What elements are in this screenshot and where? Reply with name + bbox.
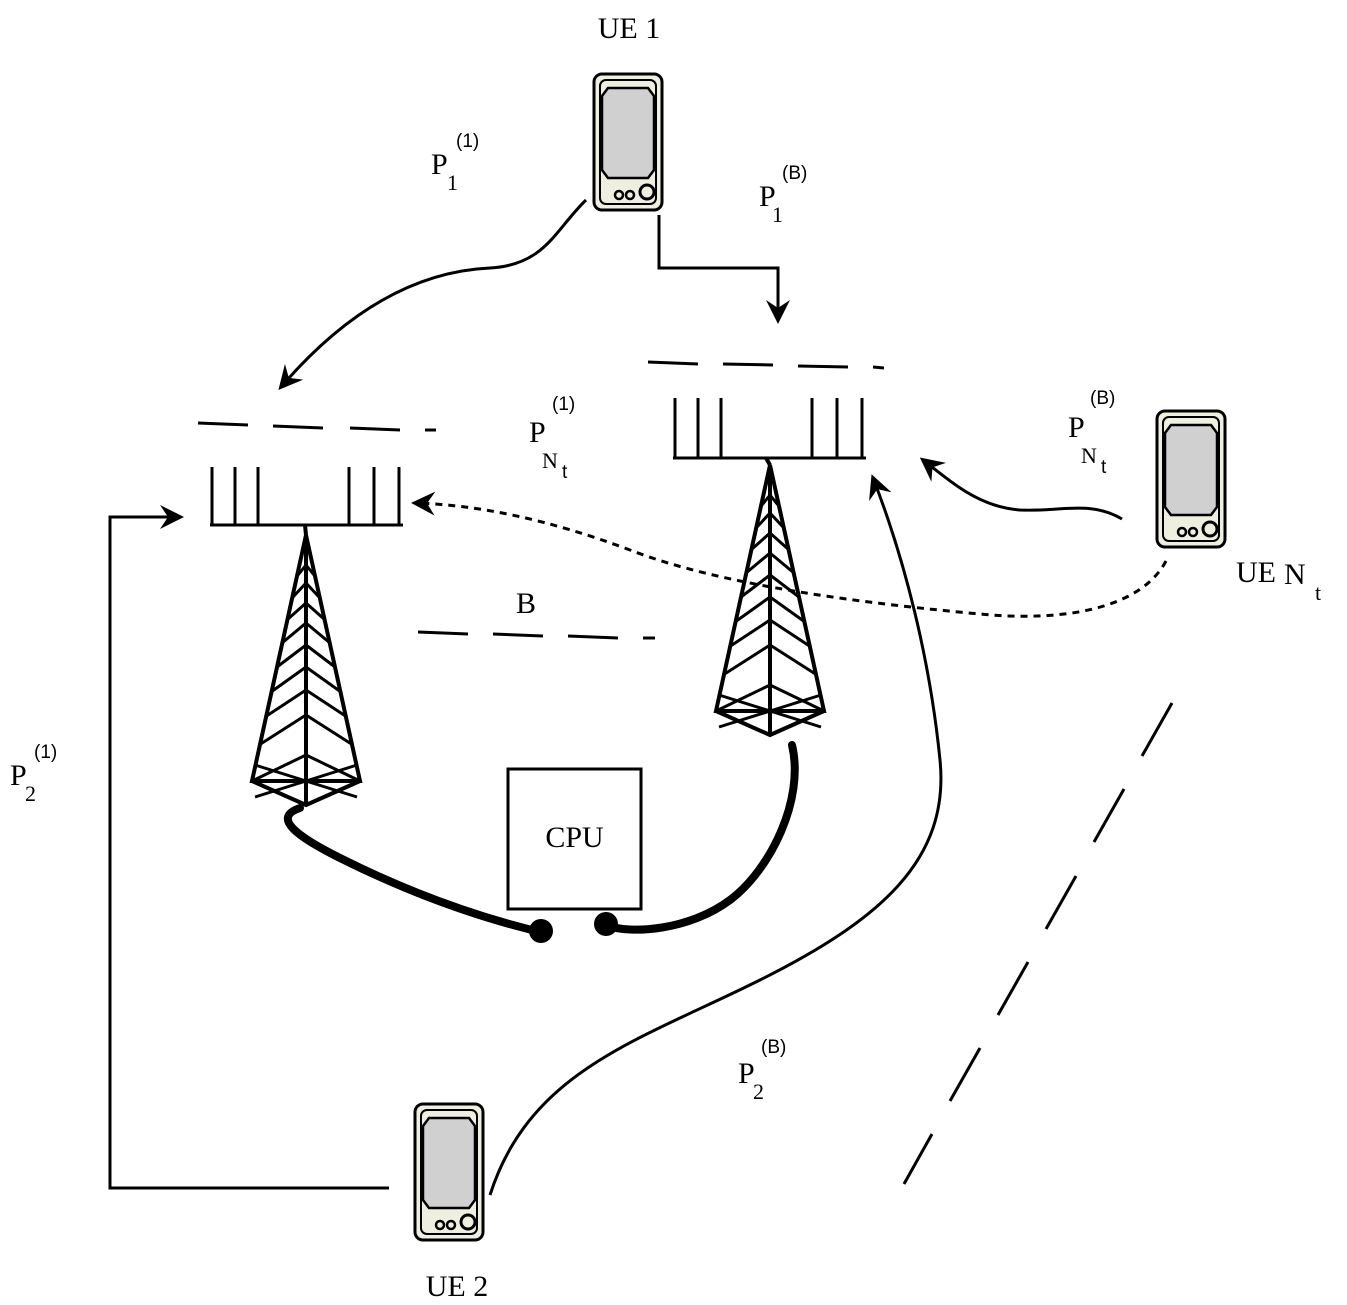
svg-text:N: N (1284, 558, 1306, 591)
power-label-p1-1: P 1 (1) (431, 131, 479, 195)
dashed-diagonal-line (904, 703, 1172, 1184)
link-uent-to-apb (923, 460, 1122, 519)
svg-text:t: t (562, 462, 568, 483)
fronthaul-cable-left (288, 808, 540, 932)
power-label-p2-b: P 2 (B) (738, 1037, 786, 1104)
cable-connector-left (529, 919, 553, 943)
power-label-pnt-1: P N t (1) (529, 394, 575, 483)
cable-connector-right (594, 912, 618, 936)
svg-text:P: P (431, 148, 448, 181)
svg-text:N: N (542, 448, 558, 473)
svg-text:P: P (529, 416, 546, 449)
cluster-dashed-line (418, 632, 655, 638)
b-label: B (516, 587, 536, 620)
svg-text:(B): (B) (761, 1037, 786, 1058)
ue2-label: UE 2 (426, 1270, 489, 1303)
base-station-tower-right (716, 465, 824, 735)
base-station-tower-left (252, 535, 360, 805)
power-label-p1-b: P 1 (B) (759, 163, 807, 227)
svg-text:(1): (1) (552, 394, 575, 415)
svg-text:(1): (1) (456, 131, 479, 152)
link-ue1-to-apb (659, 215, 778, 320)
svg-text:1: 1 (772, 202, 783, 227)
svg-text:t: t (1101, 457, 1107, 478)
link-ue1-to-ap1 (281, 200, 586, 387)
antenna-array-left (198, 423, 436, 525)
power-label-pnt-b: P N t (B) (1068, 388, 1115, 478)
svg-text:N: N (1081, 443, 1097, 468)
svg-text:P: P (1068, 411, 1085, 444)
power-label-p2-1: P 2 (1) (10, 742, 57, 806)
cpu-label: CPU (545, 821, 604, 854)
link-ue2-to-ap1 (110, 517, 389, 1188)
svg-text:2: 2 (753, 1079, 764, 1104)
phone-ue1-icon (594, 74, 662, 210)
ue1-label: UE 1 (598, 12, 661, 45)
antenna-array-right (648, 362, 884, 458)
svg-text:2: 2 (25, 781, 36, 806)
phone-uent-icon (1157, 411, 1225, 547)
uent-label: UE N t (1236, 556, 1321, 605)
svg-text:(B): (B) (1090, 388, 1115, 409)
phone-ue2-icon (415, 1104, 483, 1240)
svg-text:1: 1 (447, 170, 458, 195)
svg-text:(1): (1) (34, 742, 57, 763)
svg-text:(B): (B) (782, 163, 807, 184)
cpu-box: CPU (508, 769, 641, 909)
svg-text:UE: UE (1236, 556, 1276, 589)
svg-text:t: t (1315, 580, 1321, 605)
